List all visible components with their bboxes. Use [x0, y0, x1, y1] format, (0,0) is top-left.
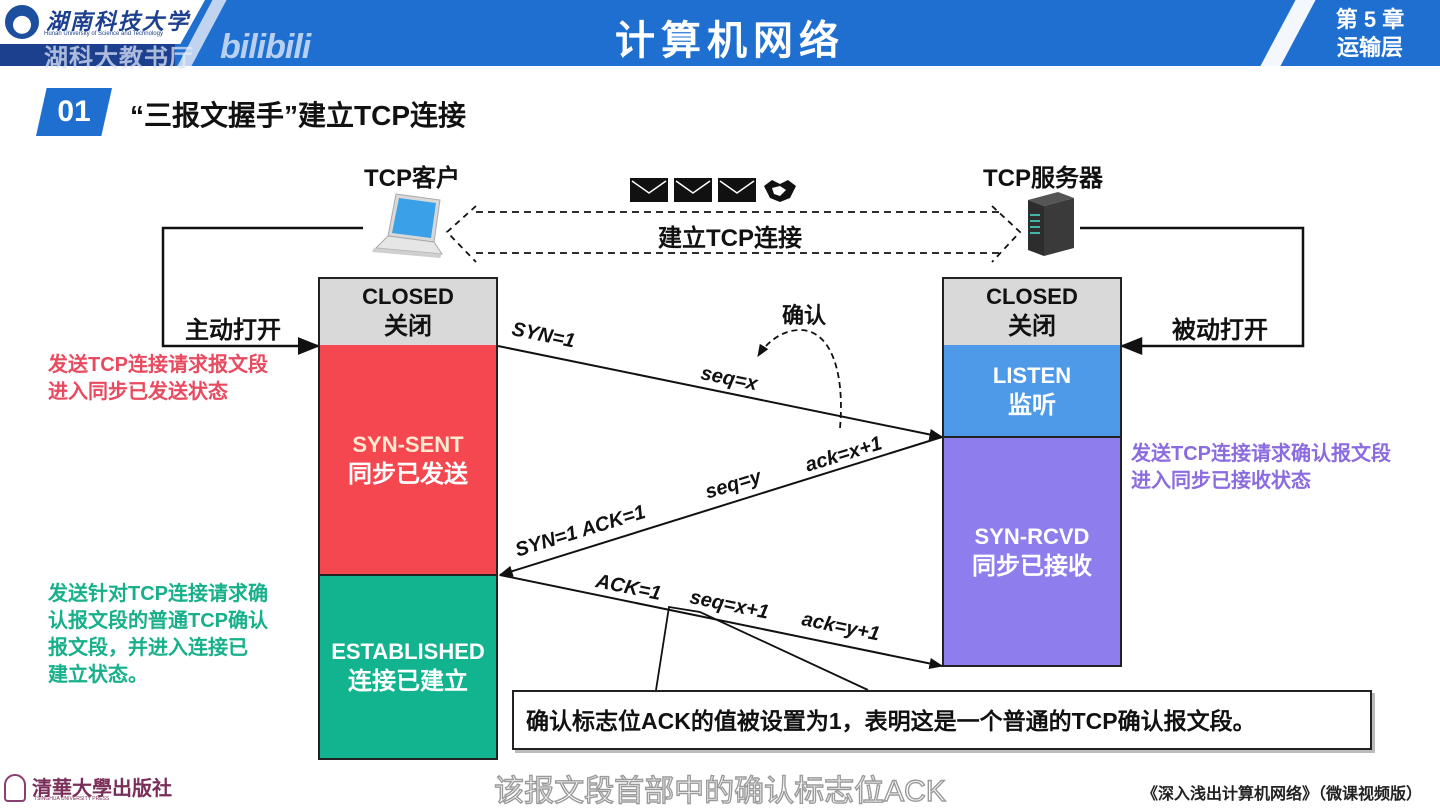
state-name-en: CLOSED [362, 284, 454, 309]
active-open-label: 主动打开 [185, 317, 281, 344]
message-icons [630, 178, 798, 204]
syn-seq-label: seq=x [698, 362, 760, 396]
book-title: 《深入浅出计算机网络》（微课视频版） [1141, 786, 1422, 803]
note-line: 发送TCP连接请求报文段 [48, 354, 268, 376]
watermark-bilibili-logo: bilibili [220, 28, 311, 66]
note-line: 进入同步已接收状态 [1131, 470, 1311, 492]
note-line: 认报文段的普通TCP确认 [48, 610, 268, 632]
server-state-listen: LISTEN 监听 [942, 345, 1122, 438]
state-name-zh: 关闭 [1008, 313, 1056, 340]
chapter-label: 第 5 章 运输层 [1320, 6, 1420, 62]
syn-flag-label: SYN=1 [509, 318, 577, 353]
course-title: 计算机网络 [615, 19, 845, 63]
state-name-zh: 同步已发送 [348, 460, 468, 488]
synack-ack-label: ack=x+1 [802, 432, 885, 477]
header-bar: 湖南科技大学 Hunan University of Science and T… [0, 0, 1440, 72]
video-subtitle: 该报文段首部中的确认标志位ACK [493, 774, 946, 808]
connection-dashed-left [445, 205, 477, 263]
connection-dashed-right [991, 205, 1022, 263]
handshake-icon [764, 180, 796, 202]
university-name: 湖南科技大学 [46, 9, 191, 35]
server-synack-note: 发送TCP连接请求确认报文段 进入同步已接收状态 [1131, 441, 1391, 495]
client-ack-note: 发送针对TCP连接请求确 认报文段的普通TCP确认 报文段，并进入连接已 建立状… [48, 581, 268, 689]
client-state-closed: CLOSED 关闭 [318, 277, 498, 347]
synack-seq-label: seq=y [702, 465, 764, 504]
confirm-dashed-curve [757, 329, 842, 429]
server-state-syn-rcvd: SYN-RCVD 同步已接收 [942, 436, 1122, 667]
ack-flag-label: ACK=1 [593, 570, 664, 605]
server-icon [1028, 192, 1074, 256]
publisher-name: 清華大學出版社 [32, 776, 172, 800]
client-syn-note: 发送TCP连接请求报文段 进入同步已发送状态 [48, 352, 268, 406]
state-name-en: CLOSED [986, 284, 1078, 309]
ack-ack-label: ack=y+1 [799, 608, 882, 646]
university-emblem-icon [5, 5, 39, 39]
server-state-closed: CLOSED 关闭 [942, 277, 1122, 347]
connection-label: 建立TCP连接 [658, 225, 802, 252]
envelope-icon [630, 178, 668, 202]
publisher-name-en: TSINGHUA UNIVERSITY PRESS [34, 796, 110, 802]
envelope-icon [674, 178, 712, 202]
section-number-badge: 01 [36, 88, 112, 136]
state-name-zh: 同步已接收 [972, 552, 1092, 580]
syn-message-arrow [497, 345, 944, 440]
state-name-en: SYN-RCVD [974, 523, 1090, 549]
note-line: 建立状态。 [48, 664, 148, 686]
note-line: 发送针对TCP连接请求确 [48, 583, 268, 605]
logo-band [0, 44, 175, 66]
laptop-icon [372, 193, 443, 258]
synack-message-arrow [498, 436, 943, 577]
passive-open-label: 被动打开 [1172, 317, 1268, 344]
state-name-en: ESTABLISHED [331, 639, 485, 664]
client-state-syn-sent: SYN-SENT 同步已发送 [318, 345, 498, 576]
client-label: TCP客户 [364, 165, 460, 192]
note-line: 报文段，并进入连接已 [48, 637, 248, 659]
state-name-zh: 连接已建立 [348, 668, 468, 695]
university-name-en: Hunan University of Science and Technolo… [44, 31, 163, 37]
state-name-en: LISTEN [992, 362, 1072, 388]
watermark-channel-name: 湖科大教书厅 [44, 45, 194, 72]
publisher-emblem-icon [4, 774, 26, 802]
ack-seq-label: seq=x+1 [687, 586, 771, 624]
ack-flag-callout: 确认标志位ACK的值被设置为1，表明这是一个普通的TCP确认报文段。 [512, 690, 1372, 750]
state-name-en: SYN-SENT [352, 431, 464, 457]
note-line: 发送TCP连接请求确认报文段 [1131, 443, 1391, 465]
server-label: TCP服务器 [983, 165, 1103, 192]
confirm-label: 确认 [782, 303, 827, 328]
envelope-icon [718, 178, 756, 202]
chapter-number: 第 5 章 [1335, 7, 1405, 32]
state-name-zh: 监听 [1008, 391, 1056, 419]
client-state-established: ESTABLISHED 连接已建立 [318, 574, 498, 760]
chapter-name: 运输层 [1336, 35, 1403, 60]
section-title: “三报文握手”建立TCP连接 [130, 100, 467, 131]
synack-flags-label: SYN=1 ACK=1 [512, 501, 649, 562]
state-name-zh: 关闭 [384, 313, 432, 340]
university-logo-panel: 湖南科技大学 Hunan University of Science and T… [0, 0, 205, 44]
note-line: 进入同步已发送状态 [48, 381, 228, 403]
ack-message-arrow [499, 574, 944, 669]
